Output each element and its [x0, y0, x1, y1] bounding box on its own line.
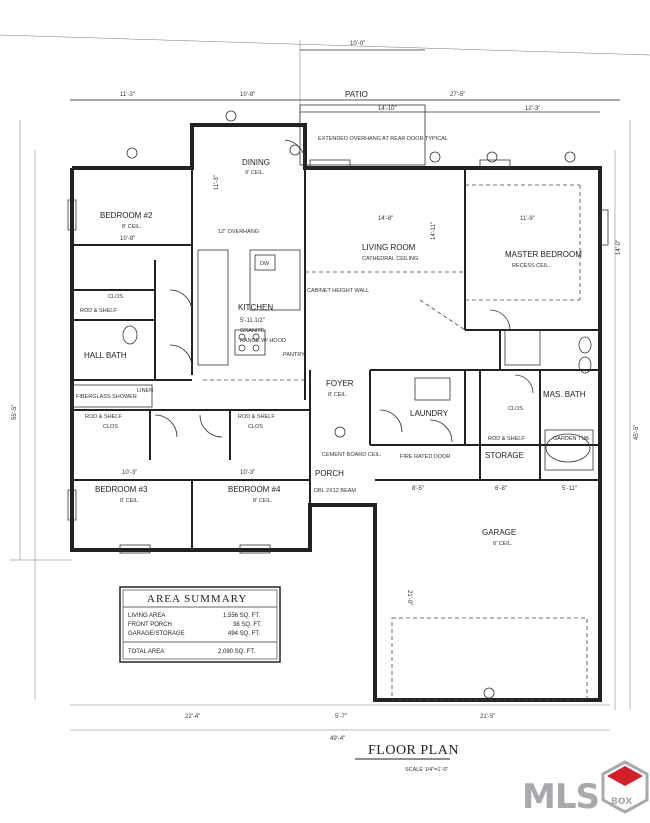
- dim-bottom-3: 21'-5": [480, 714, 495, 720]
- area-row-label-1: FRONT PORCH: [128, 622, 172, 628]
- room-porch: PORCH: [315, 469, 344, 478]
- area-row-value-2: 494 SQ. FT.: [228, 631, 260, 637]
- title-block: FLOOR PLAN SCALE 1/4"=1'-0": [355, 743, 459, 773]
- room-bedroom4-ceil: 8' CEIL.: [253, 498, 273, 504]
- fixtures: [71, 184, 594, 701]
- area-summary-title: AREA SUMMARY: [147, 593, 247, 605]
- garden-tub-fixture: [545, 433, 591, 463]
- area-total-value: 2,090 SQ. FT.: [218, 649, 255, 655]
- room-dimensions: 8'-5" 6'-8" 5'-11" 21'-0" 14'-11" 14'-0"…: [12, 175, 640, 742]
- room-living-ceil: CATHEDRAL CEILING: [362, 256, 418, 262]
- room-living: LIVING ROOM: [362, 243, 416, 252]
- label-rod-shelf-4: ROD & SHELF: [488, 436, 525, 442]
- area-row-label-0: LIVING AREA: [128, 613, 165, 619]
- label-fire-rated-door: FIRE RATED DOOR: [400, 454, 450, 460]
- area-row-value-0: 1,556 SQ. FT.: [223, 613, 260, 619]
- logo-mls-text: MLS: [522, 777, 599, 817]
- patio-outline: [299, 104, 426, 166]
- room-laundry: LAUNDRY: [410, 409, 449, 418]
- room-foyer: FOYER: [326, 379, 354, 388]
- dim-garage-1: 8'-5": [412, 486, 424, 492]
- dim-bottom-1: 22'-4": [185, 714, 200, 720]
- label-dw: DW: [260, 261, 270, 267]
- dim-living-h: 14'-11": [431, 222, 437, 240]
- label-fiberglass-shower: FIBERGLASS SHOWER: [76, 394, 137, 400]
- patio-label: PATIO: [345, 90, 368, 99]
- dim-bed2-w: 10'-8": [120, 236, 135, 242]
- room-bedroom4: BEDROOM #4: [228, 485, 281, 494]
- room-bedroom3-ceil: 8' CEIL.: [120, 498, 140, 504]
- door-swings: [154, 139, 534, 443]
- dim-top-patio: 10'-0": [350, 41, 365, 47]
- room-hall-bath: HALL BATH: [84, 351, 127, 360]
- label-cabinet-height: CABINET HEIGHT WALL: [307, 288, 369, 294]
- logo-box-top-icon: [607, 766, 643, 786]
- dim-bed3-w: 10'-3": [122, 470, 137, 476]
- exterior-walls: [70, 123, 602, 702]
- dim-kitchen-w: 5'-11 1/2": [240, 318, 265, 324]
- dim-bottom-2: 5'-7": [335, 714, 347, 720]
- label-pantry: PANTRY: [283, 352, 305, 358]
- room-storage: STORAGE: [485, 451, 524, 460]
- dim-overall: 49'-4": [330, 736, 345, 742]
- kitchen-counter: [197, 249, 229, 366]
- dim-5: 12'-3": [525, 106, 540, 112]
- dim-2: 10'-8": [240, 92, 255, 98]
- dim-right-total: 45'-5": [634, 425, 640, 440]
- room-mas-bath: MAS. BATH: [543, 390, 586, 399]
- label-clos-2: CLOS: [103, 424, 118, 430]
- dim-3: 14'-10": [378, 106, 397, 112]
- label-overhang: 12" OVERHANG: [218, 229, 259, 235]
- room-foyer-ceil: 8' CEIL.: [328, 392, 348, 398]
- dim-bed4-w: 10'-3": [240, 470, 255, 476]
- window-markers: [67, 110, 609, 699]
- area-row-value-1: 38 SQ. FT.: [233, 622, 262, 628]
- dim-1: 11'-3": [120, 92, 135, 98]
- label-rod-shelf-3: ROD & SHELF: [238, 414, 275, 420]
- dim-master-w: 11'-9": [520, 216, 535, 222]
- label-range: RANGE W/ HOOD: [240, 338, 286, 344]
- mlsbox-logo: MLS BOX: [522, 760, 649, 817]
- dim-4: 27'-5": [450, 92, 465, 98]
- label-granite: GRANITE: [240, 328, 265, 334]
- label-clos-4: CLOS: [508, 406, 523, 412]
- label-beam: DBL 2X12 BEAM: [314, 488, 356, 494]
- area-row-label-2: GARAGE/STORAGE: [128, 631, 185, 637]
- label-clos-1: CLOS: [108, 294, 123, 300]
- dim-living-w: 14'-8": [378, 216, 393, 222]
- label-rod-shelf-2: ROD & SHELF: [85, 414, 122, 420]
- room-master: MASTER BEDROOM: [505, 250, 582, 259]
- room-kitchen: KITCHEN: [238, 303, 273, 312]
- dim-garage-2: 6'-8": [495, 486, 507, 492]
- dim-garage-3: 5'-11": [562, 486, 577, 492]
- room-garden-tub: GARDEN TUB: [553, 436, 589, 442]
- label-extended-overhang: EXTENDED OVERHANG AT REAR DOOR TYPICAL: [318, 136, 448, 142]
- room-dining: DINING: [242, 158, 270, 167]
- label-clos-3: CLOS: [248, 424, 263, 430]
- room-labels: DINING 9' CEIL. BEDROOM #2 8' CEIL. 10'-…: [76, 136, 589, 547]
- logo-box-letters: BOX: [611, 797, 632, 807]
- room-garage: GARAGE: [482, 528, 516, 537]
- dim-garage-h: 21'-0": [406, 590, 412, 605]
- dim-master-h: 14'-0": [616, 240, 622, 255]
- area-summary: AREA SUMMARY LIVING AREA 1,556 SQ. FT. F…: [119, 586, 281, 663]
- garage-door-outline: [391, 617, 588, 701]
- label-cement-board: CEMENT BOARD CEIL.: [322, 452, 382, 458]
- interior-walls: [72, 168, 600, 550]
- room-bedroom2: BEDROOM #2: [100, 211, 153, 220]
- room-garage-ceil: 8' CEIL.: [493, 541, 513, 547]
- dim-dining-w: 11'-3": [214, 175, 220, 190]
- label-linen: LINEN: [137, 388, 153, 394]
- room-dining-ceil: 9' CEIL.: [245, 170, 265, 176]
- label-rod-shelf-1: ROD & SHELF: [80, 308, 117, 314]
- plan-title: FLOOR PLAN: [368, 743, 459, 758]
- dim-left-total: 55'-5": [12, 405, 18, 420]
- room-bedroom2-ceil: 8' CEIL.: [122, 224, 142, 230]
- area-total-label: TOTAL AREA: [128, 649, 164, 655]
- plan-scale: SCALE 1/4"=1'-0": [405, 767, 448, 773]
- room-bedroom3: BEDROOM #3: [95, 485, 148, 494]
- top-dimensions: 10'-0" 11'-3" 10'-8" PATIO 27'-5" 14'-10…: [70, 41, 620, 113]
- room-master-ceil: RECESS CEIL.: [512, 263, 550, 269]
